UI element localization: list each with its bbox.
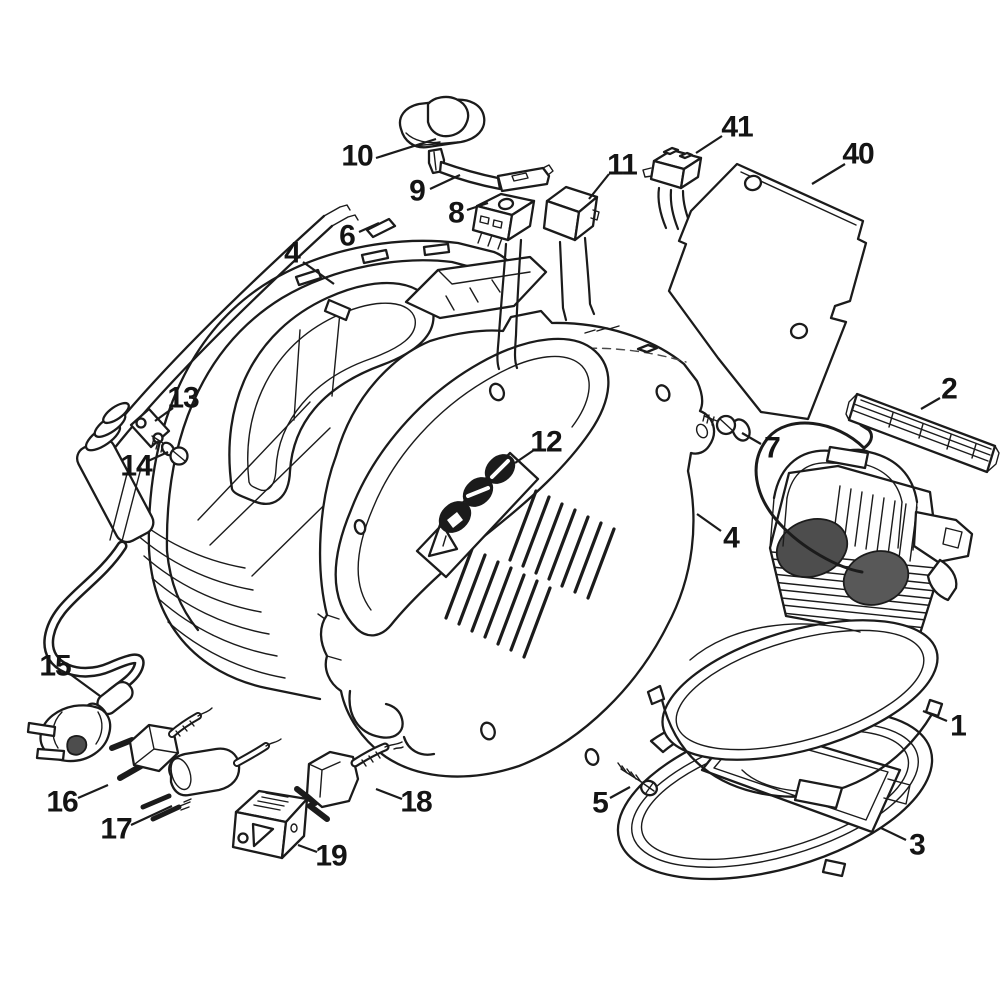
- leader-line-4: [302, 261, 335, 285]
- part-16-plug: [109, 707, 213, 781]
- leader-line-1: [922, 709, 948, 723]
- leader-line-14: [147, 450, 169, 463]
- part-7-screw: [702, 412, 751, 442]
- leader-line-7: [741, 432, 762, 445]
- part-11-capacitor: [542, 185, 600, 322]
- leader-line-8: [466, 201, 489, 212]
- leader-line-16: [77, 783, 109, 800]
- leader-line-10: [375, 137, 437, 160]
- leader-line-4: [696, 513, 722, 532]
- leader-line-41: [695, 135, 723, 154]
- part-41-switch: [642, 146, 703, 231]
- leader-line-17: [130, 805, 173, 826]
- vent-slots-lower: [444, 547, 552, 659]
- vent-slots-upper: [508, 489, 616, 600]
- part-5-screw: [617, 762, 658, 797]
- plug-pin: [35, 747, 66, 762]
- part-9-switch-lever: [427, 147, 554, 193]
- part-18-plug: [294, 741, 404, 822]
- part-1-motor-assembly: [646, 421, 974, 810]
- leader-line-9: [429, 174, 461, 190]
- leader-line-11: [588, 173, 610, 200]
- leader-line-18: [375, 787, 403, 801]
- part-8-switch: [471, 192, 536, 371]
- part-17-plug: [140, 738, 282, 822]
- warning-triangle-icon: [427, 520, 459, 558]
- part-19-adapter: [231, 789, 309, 860]
- leader-line-13: [154, 407, 174, 422]
- part-12-safety-label: [415, 451, 540, 579]
- leader-line-2: [920, 397, 941, 410]
- part-2-grille: [845, 392, 1000, 474]
- leader-line-19: [297, 843, 318, 854]
- leader-line-40: [811, 163, 846, 185]
- leader-line-12: [514, 449, 535, 464]
- leader-line-15: [69, 673, 101, 697]
- part-4-right-housing-half: [318, 309, 716, 778]
- leader-line-3: [880, 827, 907, 841]
- part-10-actuator-cover: [398, 95, 486, 149]
- part-15-power-cord: [26, 401, 155, 763]
- plug-pin: [26, 721, 57, 738]
- part-40-panel: [667, 162, 868, 421]
- leader-line-5: [609, 786, 631, 799]
- part-6-pin: [365, 217, 397, 239]
- leader-line-6: [358, 221, 380, 234]
- part-14-screw: [151, 435, 189, 466]
- part-13-cord-clamp: [129, 407, 171, 449]
